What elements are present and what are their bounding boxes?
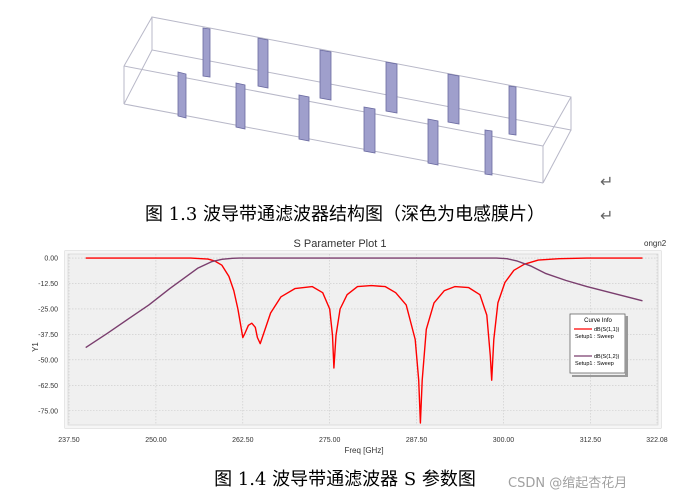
y-axis-label: Y1 [31,342,40,352]
iris-plate [235,82,246,130]
legend-setup-s11: Setup1 : Sweep [575,334,614,340]
y-tick-label: -75.00 [38,408,58,415]
series-line-s12 [85,257,643,349]
x-tick-label: 300.00 [493,437,515,444]
figure-caption-sparam: 图 1.4 波导带通滤波器 S 参数图 [214,469,476,490]
x-tick-label: 262.50 [232,437,254,444]
plot-tag: ongn2 [644,239,667,248]
y-tick-label: -25.00 [38,306,58,313]
legend: Curve Info dB(S(1,1)) Setup1 : Sweep dB(… [569,313,628,377]
iris-plate [202,27,211,78]
x-tick-label: 312.50 [580,437,602,444]
legend-setup-s12: Setup1 : Sweep [575,361,614,367]
x-tick-label: 322.08 [646,437,668,444]
y-tick-label: -50.00 [38,357,58,364]
iris-plate [257,37,269,89]
legend-entry-s11: dB(S(1,1)) [594,327,620,333]
iris-plate [298,94,310,142]
series-line-s11 [85,257,643,424]
plot-title: S Parameter Plot 1 [293,238,387,250]
y-tick-label: -12.50 [38,281,58,288]
iris-plate [177,71,187,119]
figure-caption-structure: 图 1.3 波导带通滤波器结构图（深色为电感膜片） [144,204,546,225]
waveguide-structure-diagram [123,16,572,184]
iris-plate [319,49,332,101]
legend-title: Curve Info [584,318,612,324]
legend-entry-s12: dB(S(1,2)) [594,354,620,360]
iris-plate [385,61,398,114]
x-tick-label: 275.00 [319,437,341,444]
paragraph-mark: ↵ [600,206,614,225]
y-tick-label: 0.00 [44,256,58,263]
s-parameter-plot: 0.00 -12.50 -25.00 -37.50 -50.00 -62.50 -75.00… [31,250,668,455]
iris-plate [508,85,517,136]
x-axis-label: Freq [GHz] [344,446,383,455]
y-tick-label: -62.50 [38,383,58,390]
iris-plate [427,118,439,166]
x-tick-label: 250.00 [145,437,167,444]
x-tick-label: 237.50 [58,437,80,444]
x-tick-label: 287.50 [406,437,428,444]
watermark: CSDN @绾起杏花月 [508,476,628,491]
iris-plate [447,73,460,125]
paragraph-mark: ↵ [600,172,614,191]
iris-plate [484,129,493,176]
y-tick-label: -37.50 [38,332,58,339]
iris-plate [363,106,376,154]
